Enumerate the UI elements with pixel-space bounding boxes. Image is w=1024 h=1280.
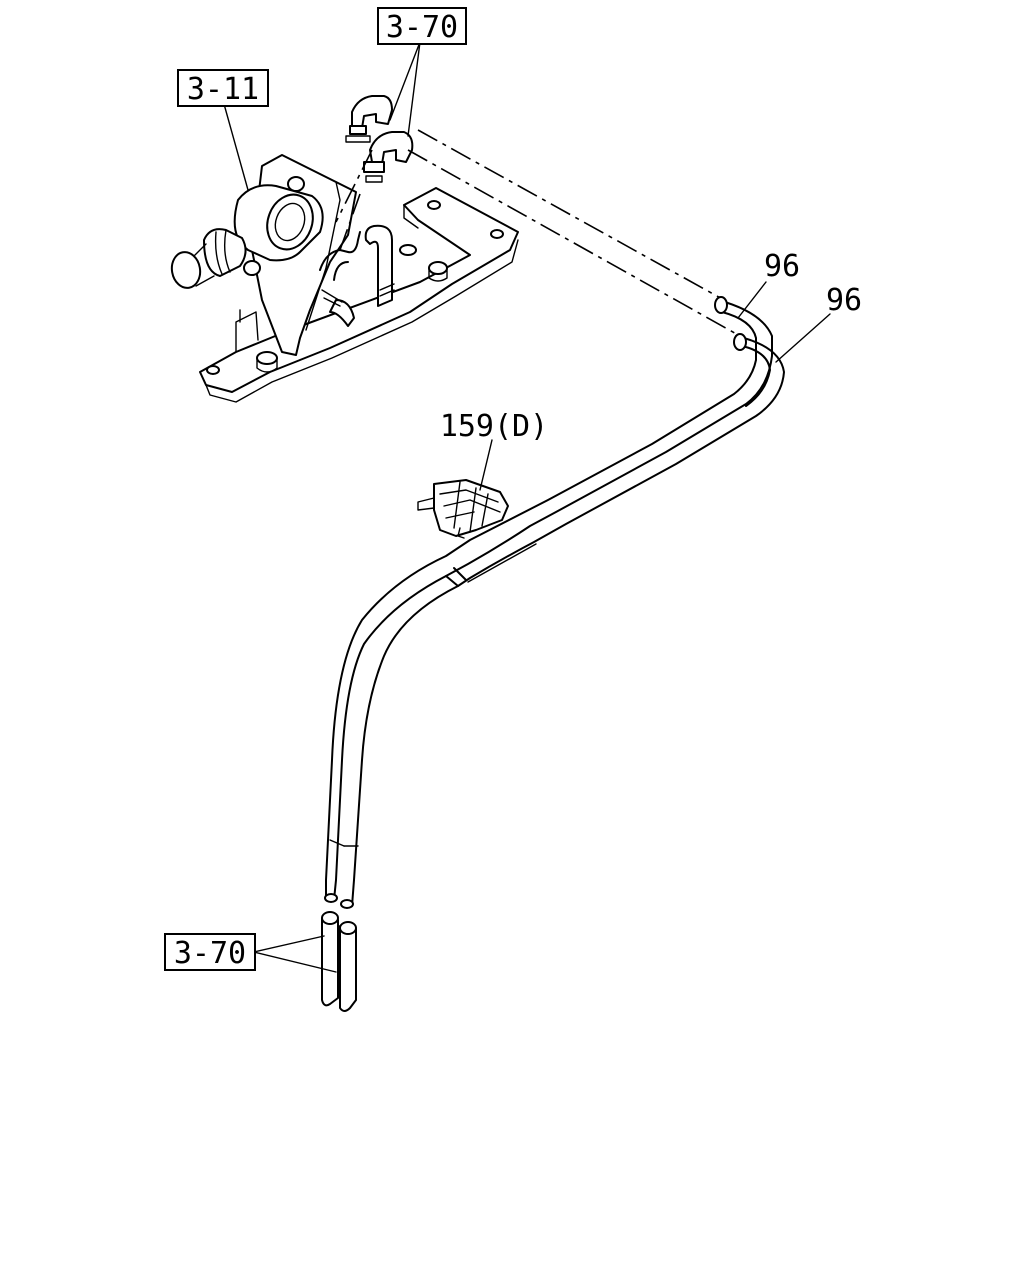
elbow-fittings xyxy=(345,95,414,183)
clip-159 xyxy=(417,479,509,539)
label-part-96-lower: 96 xyxy=(826,283,862,318)
leader-lines xyxy=(223,41,831,973)
label-ref-3-70-bottom: 3-70 xyxy=(164,933,256,971)
actuator-valve xyxy=(170,184,324,289)
label-ref-3-70-top: 3-70 xyxy=(377,7,467,45)
tube-96-pair xyxy=(324,296,785,909)
label-part-159: 159(D) xyxy=(440,409,548,444)
routing-lines xyxy=(335,129,741,337)
label-ref-3-70-top-text: 3-70 xyxy=(386,10,458,45)
label-part-96-upper: 96 xyxy=(764,249,800,284)
bracket-hoses xyxy=(319,224,395,327)
hose-ends-bottom xyxy=(321,911,357,1012)
label-ref-3-70-bottom-text: 3-70 xyxy=(174,936,246,971)
label-ref-3-11-text: 3-11 xyxy=(187,72,259,107)
label-ref-3-11: 3-11 xyxy=(177,69,269,107)
